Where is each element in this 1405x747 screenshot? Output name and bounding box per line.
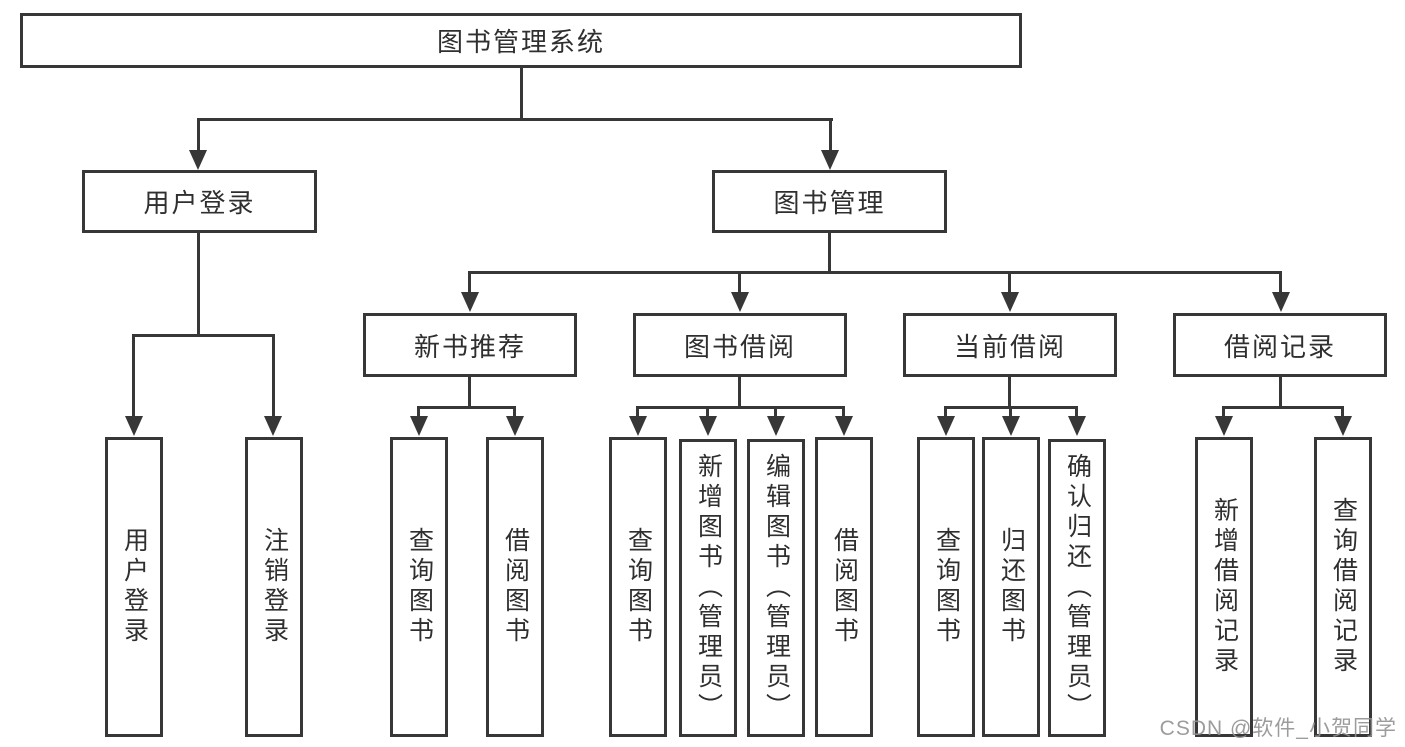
node-root: 图书管理系统	[20, 13, 1022, 68]
connector-line	[132, 334, 275, 337]
connector-line	[197, 233, 200, 337]
connector-line	[636, 406, 639, 418]
connector-line	[1008, 271, 1011, 293]
arrow-down-icon	[937, 416, 955, 436]
connector-line	[197, 118, 200, 152]
connector-line	[197, 118, 833, 121]
leaf-return-book: 归还图书	[982, 437, 1040, 737]
arrow-down-icon	[1001, 292, 1019, 312]
connector-line	[132, 334, 135, 418]
connector-line	[1222, 406, 1344, 409]
arrow-down-icon	[821, 150, 839, 170]
leaf-query-borrow-record: 查询借阅记录	[1314, 437, 1372, 737]
connector-line	[1075, 406, 1078, 418]
connector-line	[513, 406, 516, 418]
arrow-down-icon	[125, 416, 143, 436]
connector-line	[1222, 406, 1225, 418]
connector-line	[828, 233, 831, 274]
connector-line	[417, 406, 420, 418]
connector-line	[1279, 377, 1282, 409]
leaf-user-login: 用户登录	[105, 437, 163, 737]
connector-line	[272, 334, 275, 418]
leaf-logout-login: 注销登录	[245, 437, 303, 737]
leaf-borrow-book: 借阅图书	[815, 437, 873, 737]
node-book-management: 图书管理	[712, 170, 947, 233]
connector-line	[636, 406, 845, 409]
node-user-login: 用户登录	[82, 170, 317, 233]
node-borrow-records: 借阅记录	[1173, 313, 1387, 377]
node-new-book-recommend: 新书推荐	[363, 313, 577, 377]
connector-line	[417, 406, 516, 409]
leaf-add-book-admin: 新增图书（管理员）	[679, 439, 737, 737]
arrow-down-icon	[629, 416, 647, 436]
connector-line	[520, 68, 523, 120]
connector-line	[774, 406, 777, 418]
arrow-down-icon	[699, 416, 717, 436]
arrow-down-icon	[767, 416, 785, 436]
connector-line	[829, 118, 832, 152]
connector-line	[842, 406, 845, 418]
arrow-down-icon	[835, 416, 853, 436]
arrow-down-icon	[264, 416, 282, 436]
arrow-down-icon	[731, 292, 749, 312]
node-current-borrow: 当前借阅	[903, 313, 1117, 377]
arrow-down-icon	[189, 150, 207, 170]
leaf-query-book: 查询图书	[390, 437, 448, 737]
leaf-add-borrow-record: 新增借阅记录	[1195, 437, 1253, 737]
connector-line	[468, 271, 471, 293]
arrow-down-icon	[1002, 416, 1020, 436]
connector-line	[1341, 406, 1344, 418]
leaf-query-book: 查询图书	[917, 437, 975, 737]
connector-line	[1279, 271, 1282, 293]
arrow-down-icon	[461, 292, 479, 312]
arrow-down-icon	[1068, 416, 1086, 436]
connector-line	[706, 406, 709, 418]
connector-line	[1009, 406, 1012, 418]
csdn-watermark: CSDN @软件_小贺同学	[1159, 717, 1397, 740]
arrow-down-icon	[1272, 292, 1290, 312]
arrow-down-icon	[506, 416, 524, 436]
connector-line	[1008, 377, 1011, 409]
connector-line	[468, 271, 1282, 274]
connector-line	[738, 271, 741, 293]
arrow-down-icon	[410, 416, 428, 436]
node-book-borrow: 图书借阅	[633, 313, 847, 377]
leaf-edit-book-admin: 编辑图书（管理员）	[747, 439, 805, 737]
leaf-confirm-return-admin: 确认归还（管理员）	[1048, 439, 1106, 737]
connector-line	[944, 406, 947, 418]
connector-line	[468, 377, 471, 409]
connector-line	[738, 377, 741, 409]
arrow-down-icon	[1334, 416, 1352, 436]
leaf-borrow-book: 借阅图书	[486, 437, 544, 737]
arrow-down-icon	[1215, 416, 1233, 436]
leaf-query-book: 查询图书	[609, 437, 667, 737]
